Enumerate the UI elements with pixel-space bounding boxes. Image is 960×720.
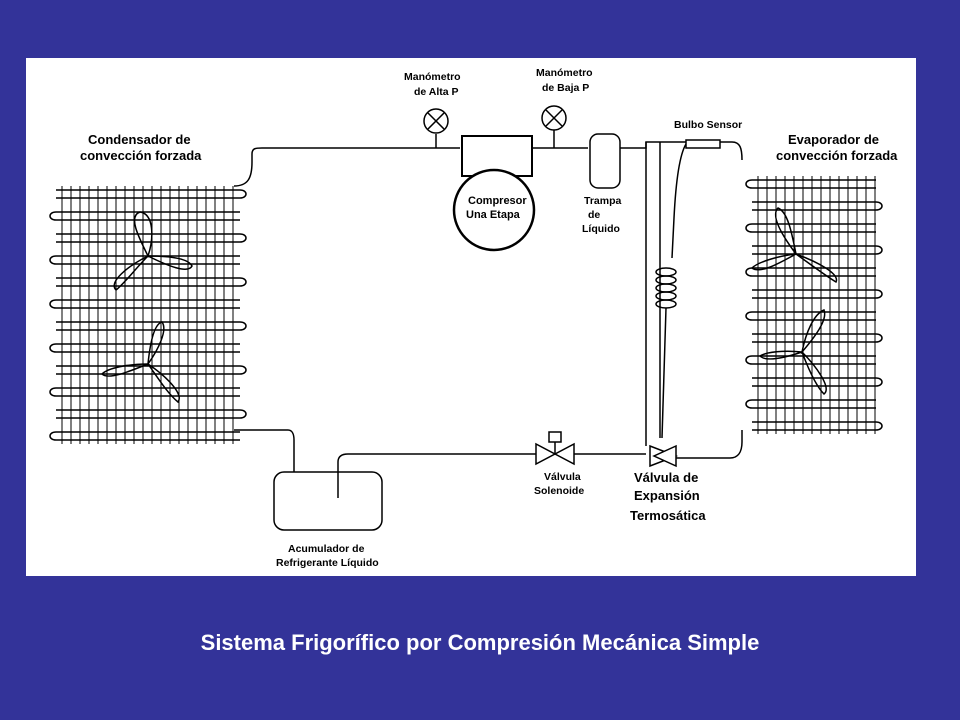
sensing-coil (655, 267, 677, 309)
refrigeration-diagram: Condensador de convección forzada Manóme… (49, 67, 898, 569)
bulb-sensor-symbol (685, 139, 721, 149)
coil-tubes (745, 179, 883, 431)
condenser-coil (49, 186, 247, 444)
accumulator-label: Acumulador de Refrigerante Líquido (276, 543, 379, 569)
condenser-label: Condensador de convección forzada (80, 132, 202, 163)
evaporator-label: Evaporador de convección forzada (776, 132, 898, 163)
evaporator-fan-top (750, 207, 838, 284)
diagram-panel: Condensador de convección forzada Manóme… (26, 58, 916, 576)
pipe-condenser-to-accumulator (234, 429, 295, 472)
liquid-trap-symbol (589, 133, 621, 189)
pipe-expansion-to-evaporator (674, 430, 743, 459)
expansion-valve-label: Válvula de Expansión Termosática (630, 470, 706, 523)
sensing-line (671, 143, 687, 259)
accumulator-symbol (273, 471, 383, 531)
gauge-low-label: Manómetro de Baja P (536, 67, 596, 94)
evaporator-fan-bottom (758, 309, 827, 395)
diagram-caption: Sistema Frigorífico por Compresión Mecán… (200, 630, 760, 655)
expansion-valve-symbol (649, 444, 679, 468)
solenoid-valve-symbol (535, 431, 575, 466)
evaporator-coil (745, 176, 883, 434)
sensing-line-lower (661, 307, 667, 439)
condenser-fan-top (113, 211, 193, 291)
gauge-high-symbol (423, 108, 449, 134)
liquid-trap-label: Trampa de Líquido (582, 195, 624, 235)
condenser-fan-bottom (100, 321, 180, 404)
coil-fins (61, 186, 234, 444)
coil-tubes (49, 189, 247, 441)
pipe-condenser-to-compressor (233, 147, 460, 187)
gauge-high-label: Manómetro de Alta P (404, 71, 464, 98)
coil-fins (757, 176, 876, 434)
bulb-sensor-label: Bulbo Sensor (674, 119, 742, 131)
compressor-label: Compresor Una Etapa (466, 195, 530, 221)
solenoid-label: Válvula Solenoide (534, 471, 584, 497)
compressor-symbol (452, 135, 536, 252)
gauge-low-symbol (541, 105, 567, 131)
pipe-accumulator-to-solenoid (337, 453, 536, 498)
